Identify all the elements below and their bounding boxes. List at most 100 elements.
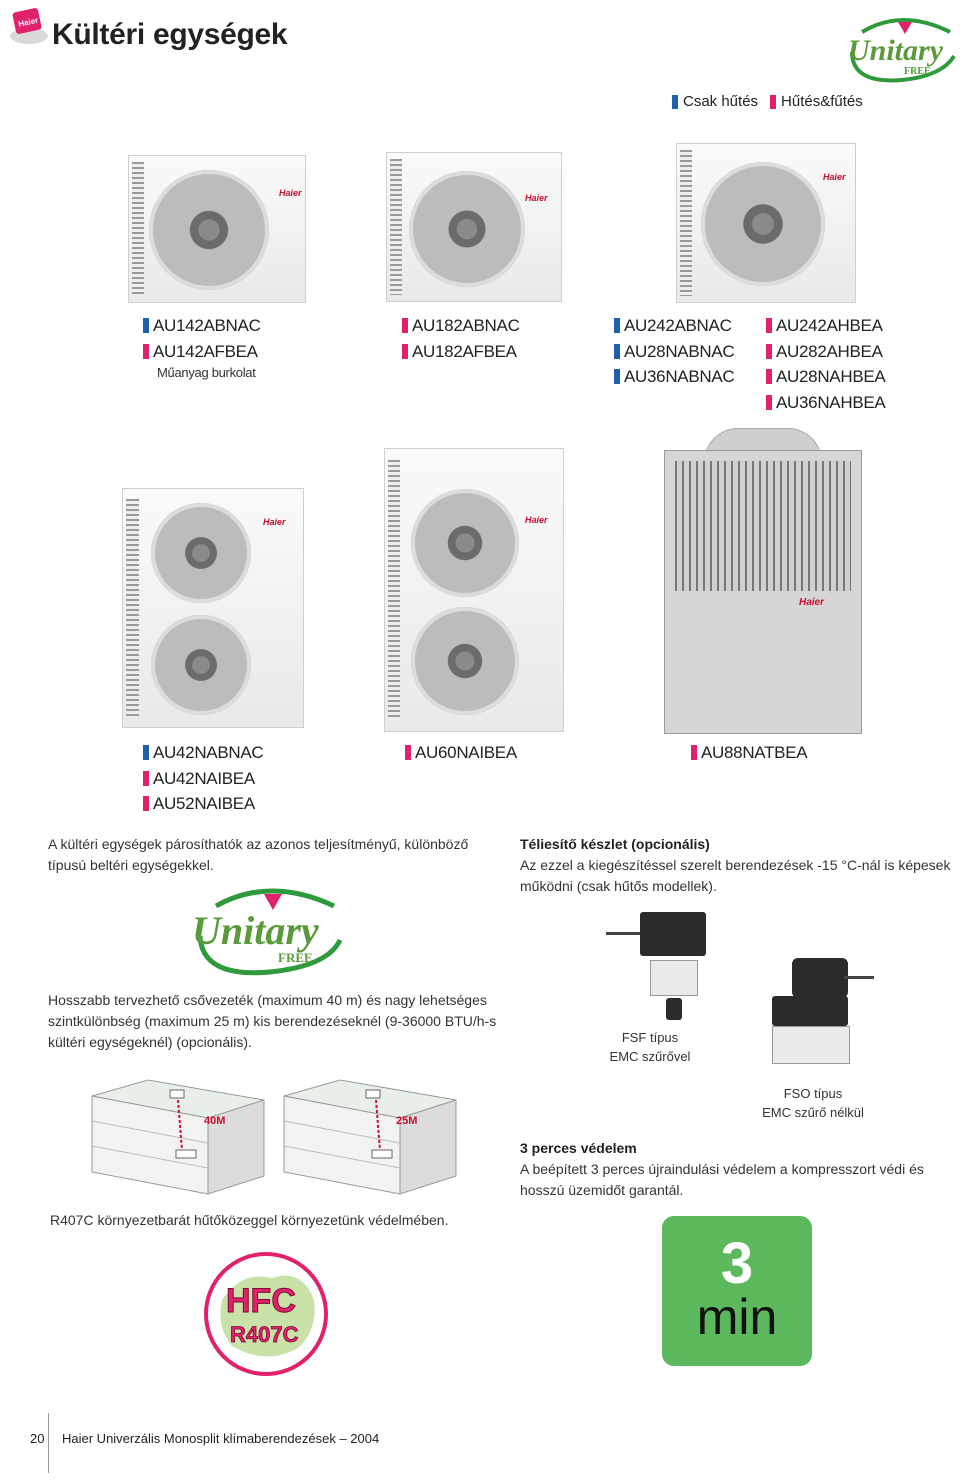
model-name: AU36NABNAC — [624, 367, 735, 386]
model-row: AU36NABNAC — [614, 364, 735, 390]
logo-word: Unitary — [848, 34, 944, 67]
model-row: AU88NATBEA — [691, 740, 808, 766]
legend: Csak hűtés Hűtés&fűtés — [672, 93, 863, 110]
building-1-label: 40M — [204, 1115, 225, 1127]
three-min-badge: 3 min — [662, 1216, 812, 1366]
winter-kit-body: Az ezzel a kiegészítéssel szerelt berend… — [520, 857, 951, 894]
winter-kit-title: Téliesítő készlet (opcionális) — [520, 836, 710, 852]
svg-text:Haier: Haier — [18, 16, 39, 29]
model-name: AU28NABNAC — [624, 341, 735, 361]
model-row: AU52NAIBEA — [143, 791, 263, 817]
model-list-row1-4: AU242AHBEA AU282AHBEA AU28NAHBEA AU36NAHBEA — [766, 313, 886, 416]
model-row: AU42NAIBEA — [143, 766, 263, 792]
model-list-row1-2: AU182ABNAC AU182AFBEA — [402, 313, 520, 364]
model-name: AU242ABNAC — [624, 316, 732, 335]
heat-pump-marker — [766, 369, 772, 385]
model-list-row2-2: AU60NAIBEA — [405, 740, 517, 766]
model-name: AU28NAHBEA — [776, 367, 886, 386]
svg-text:Unitary: Unitary — [192, 908, 319, 953]
model-name: AU88NATBEA — [701, 743, 808, 762]
cool-only-marker — [143, 745, 149, 761]
heat-pump-marker — [691, 745, 697, 761]
model-row: AU60NAIBEA — [405, 740, 517, 766]
heat-pump-marker — [766, 394, 772, 410]
model-name: AU42NABNAC — [153, 743, 264, 762]
model-row: AU182ABNAC — [402, 313, 520, 339]
three-min-unit: min — [696, 1289, 778, 1345]
heat-pump-marker — [402, 318, 408, 334]
haier-corner-logo: Haier — [8, 6, 50, 48]
heat-pump-marker — [143, 343, 149, 359]
pairing-text: A kültéri egységek párosíthatók az azono… — [48, 836, 469, 873]
model-name: AU142ABNAC — [153, 316, 261, 335]
footer-divider — [48, 1413, 49, 1473]
model-row: AU282AHBEA — [766, 339, 885, 365]
logo-sub: FREE — [904, 66, 931, 77]
unitary-free-logo-mid: Unitary FREE — [190, 882, 346, 978]
legend-cool-label: Csak hűtés — [683, 93, 759, 110]
model-row: AU28NAHBEA — [766, 364, 886, 390]
three-min-number: 3 — [720, 1231, 754, 1296]
heat-pump-marker — [143, 796, 149, 812]
piping-text: Hosszabb tervezhető csővezeték (maximum … — [48, 992, 497, 1050]
page-number: 20 — [30, 1431, 45, 1446]
model-row: AU182AFBEA — [402, 339, 520, 365]
unit-image-1: Haier — [128, 155, 306, 303]
model-name: AU60NAIBEA — [415, 743, 517, 762]
fso-caption: FSO típus EMC szűrő nélkül — [762, 1086, 864, 1120]
protection-body: A beépített 3 perces újraindulási védele… — [520, 1161, 924, 1198]
fso-part-image — [768, 958, 878, 1076]
fsf-caption: FSF típus EMC szűrővel — [609, 1030, 691, 1064]
hfc-text: HFC — [226, 1282, 296, 1320]
model-list-row2-3: AU88NATBEA — [691, 740, 808, 766]
building-diagram-25m: 25M — [280, 1076, 460, 1200]
cool-only-marker — [614, 318, 620, 334]
heat-pump-marker — [766, 343, 772, 359]
unit-image-6: Haier — [664, 428, 862, 734]
cool-only-marker — [614, 343, 620, 359]
model-list-row1-1: AU142ABNAC AU142AFBEA Műanyag burkolat — [143, 313, 261, 382]
heat-pump-marker — [143, 770, 149, 786]
legend-cool-swatch — [672, 94, 678, 109]
cool-only-marker — [614, 369, 620, 385]
model-row: AU42NABNAC — [143, 740, 264, 766]
heat-pump-marker — [402, 343, 408, 359]
building-2-label: 25M — [396, 1115, 417, 1127]
cool-only-marker — [143, 318, 149, 334]
model-row: AU142AFBEA — [143, 339, 261, 365]
model-name: AU242AHBEA — [776, 316, 883, 335]
building-diagram-40m: 40M — [88, 1076, 268, 1200]
model-name: AU42NAIBEA — [153, 768, 255, 788]
model-row: AU28NABNAC — [614, 339, 735, 365]
model-row: AU142ABNAC — [143, 313, 261, 339]
model-name: AU182AFBEA — [412, 341, 517, 361]
model-row: AU36NAHBEA — [766, 390, 886, 416]
model-name: AU282AHBEA — [776, 341, 883, 361]
unit-image-2: Haier — [386, 152, 562, 302]
protection-title: 3 perces védelem — [520, 1140, 637, 1156]
legend-heat-label: Hűtés&fűtés — [781, 93, 863, 110]
page-title: Kültéri egységek — [52, 18, 288, 51]
model-name: AU52NAIBEA — [153, 794, 255, 813]
refrigerant-text: R407C környezetbarát hűtőközeggel környe… — [50, 1212, 449, 1228]
unit-image-5: Haier — [384, 448, 564, 732]
hfc-r407c-badge: HFC R407C — [202, 1250, 330, 1378]
unit-image-3: Haier — [676, 143, 856, 303]
model-list-row1-3: AU242ABNAC AU28NABNAC AU36NABNAC — [614, 313, 735, 390]
heat-pump-marker — [405, 745, 411, 761]
unitary-free-logo-top: Unitary FREE — [842, 12, 960, 84]
legend-heat-swatch — [770, 94, 777, 109]
fsf-part-image — [606, 908, 726, 1028]
footer-text: Haier Univerzális Monosplit klímaberende… — [62, 1431, 380, 1446]
r407c-text: R407C — [230, 1322, 299, 1347]
model-name: AU142AFBEA — [153, 341, 258, 361]
model-row: AU242AHBEA — [766, 313, 885, 339]
svg-text:FREE: FREE — [278, 950, 313, 965]
model-name: AU36NAHBEA — [776, 392, 886, 412]
heat-pump-marker — [766, 318, 772, 334]
unit-image-4: Haier — [122, 488, 304, 728]
model-note: Műanyag burkolat — [157, 365, 256, 380]
model-name: AU182ABNAC — [412, 316, 520, 335]
model-row: AU242ABNAC — [614, 313, 734, 339]
winter-kit: Téliesítő készlet (opcionális) Az ezzel … — [520, 834, 960, 897]
